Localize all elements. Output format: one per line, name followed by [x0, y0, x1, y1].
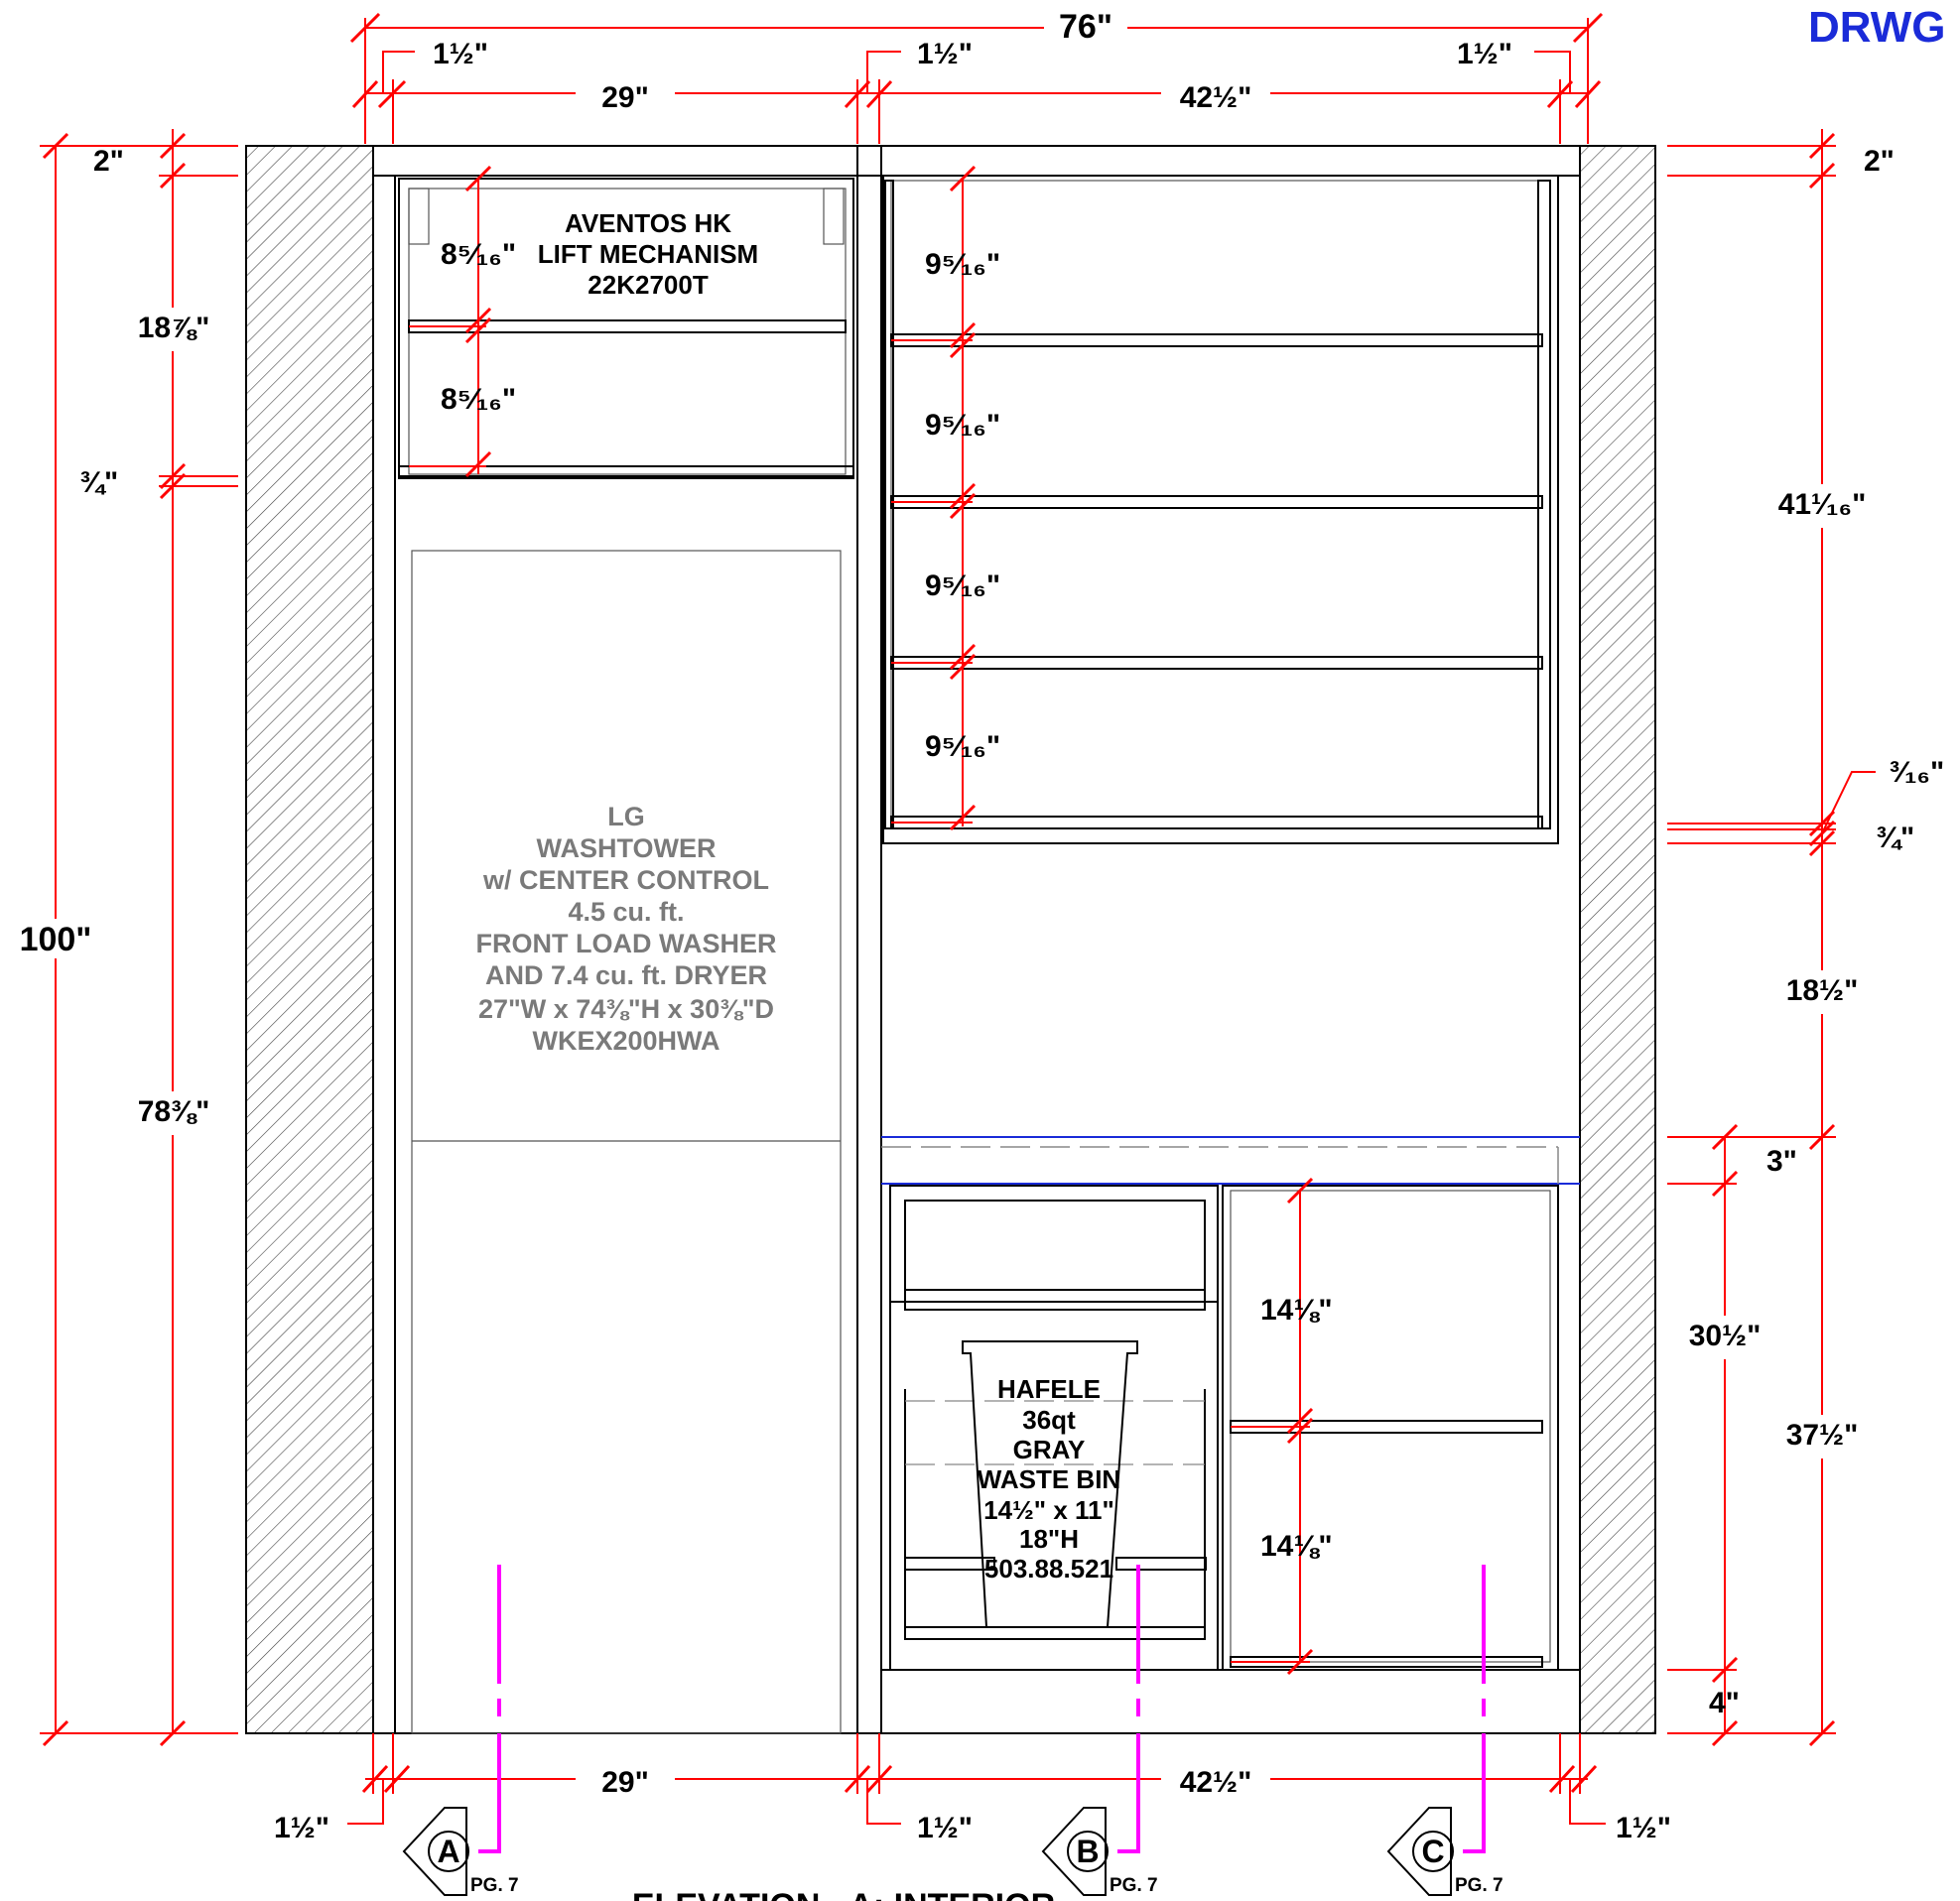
- washer-label-line-6: AND 7.4 cu. ft. DRYER: [485, 960, 767, 990]
- dim-stile-bottom-mid: 1½": [917, 1812, 973, 1844]
- dim-shelf-3: 9⁵⁄₁₆": [925, 570, 1000, 602]
- section-letter-c: C: [1421, 1834, 1444, 1869]
- lift-label-line-1: AVENTOS HK: [565, 208, 731, 238]
- section-page-b: PG. 7: [1110, 1875, 1158, 1896]
- washtower: [411, 550, 842, 1734]
- washer-label-line-1: LG: [607, 802, 645, 831]
- lift-cabinet: [398, 178, 854, 479]
- washer-label: LG WASHTOWER w/ CENTER CONTROL 4.5 cu. f…: [476, 802, 777, 1056]
- section-lines: [478, 1565, 1486, 1853]
- dim-shelf-1: 9⁵⁄₁₆": [925, 248, 1000, 281]
- dim-gap-3-4: ¾": [1876, 822, 1914, 854]
- bin-label-line-6: 18"H: [1019, 1524, 1079, 1554]
- base-cabinet-left: [889, 1185, 1219, 1671]
- dim-lower-left-height: 78⅜": [138, 1095, 210, 1128]
- bin-label: HAFELE 36qt GRAY WASTE BIN 14½" x 11" 18…: [978, 1374, 1120, 1584]
- section-marker-a[interactable]: A PG. 7: [402, 1807, 519, 1896]
- dim-base-total: 37½": [1786, 1419, 1859, 1452]
- right-wall: [1579, 145, 1656, 1734]
- drawing-title: ELEVATION - A: INTERIOR: [632, 1887, 1055, 1901]
- section-circle-a: [428, 1831, 469, 1872]
- dim-gap-3-16: ³⁄₁₆": [1890, 756, 1944, 789]
- dim-stile-top-left: 1½": [433, 38, 488, 70]
- dim-base-height: 30½": [1689, 1320, 1762, 1352]
- section-marker-c[interactable]: C PG. 7: [1386, 1807, 1503, 1896]
- dimension-labels: 76" 1½" 1½" 1½" 29" 42½" 29" 42½" 1½" 1½…: [14, 8, 1944, 1844]
- waste-bin: [962, 1340, 1138, 1628]
- section-marker-b[interactable]: B PG. 7: [1041, 1807, 1158, 1896]
- lift-label-line-3: 22K2700T: [588, 270, 709, 300]
- section-page-a: PG. 7: [470, 1875, 519, 1896]
- washer-label-line-2: WASHTOWER: [537, 833, 717, 863]
- lift-label: AVENTOS HK LIFT MECHANISM 22K2700T: [538, 208, 758, 300]
- washer-label-line-7: 27"W x 74⅜"H x 30⅜"D: [478, 994, 774, 1024]
- section-letter-b: B: [1076, 1834, 1099, 1869]
- washer-label-line-4: 4.5 cu. ft.: [568, 897, 684, 927]
- bin-label-line-7: 503.88.521: [984, 1554, 1113, 1584]
- lift-label-line-2: LIFT MECHANISM: [538, 239, 758, 269]
- bin-label-line-4: WASTE BIN: [978, 1464, 1120, 1494]
- section-page-c: PG. 7: [1455, 1875, 1503, 1896]
- dim-left-width-top: 29": [601, 81, 649, 114]
- section-letter-a: A: [437, 1834, 459, 1869]
- dim-shelf-4: 9⁵⁄₁₆": [925, 730, 1000, 763]
- dim-stile-bottom-right: 1½": [1616, 1812, 1671, 1844]
- dim-top-gap-right: 2": [1864, 145, 1895, 178]
- washer-label-line-3: w/ CENTER CONTROL: [482, 865, 769, 895]
- dim-lift-cubby-2: 8⁵⁄₁₆": [441, 383, 516, 416]
- dim-overall-height: 100": [20, 921, 92, 958]
- left-wall: [245, 145, 374, 1734]
- bin-label-line-3: GRAY: [1013, 1435, 1086, 1464]
- dim-upper-left-height: 18⅞": [138, 312, 210, 344]
- upper-right-cabinet: [882, 175, 1559, 844]
- dim-stile-bottom-left: 1½": [274, 1812, 329, 1844]
- dim-left-width-bottom: 29": [601, 1766, 649, 1799]
- bin-label-line-2: 36qt: [1022, 1405, 1076, 1435]
- dim-countertop: 3": [1766, 1145, 1797, 1178]
- washer-label-line-8: WKEX200HWA: [532, 1026, 719, 1056]
- section-circle-b: [1067, 1831, 1109, 1872]
- washer-label-line-5: FRONT LOAD WASHER: [476, 929, 777, 958]
- dim-top-gap-left: 2": [93, 145, 124, 178]
- dim-right-width-bottom: 42½": [1180, 1766, 1252, 1799]
- dim-right-width-top: 42½": [1180, 81, 1252, 114]
- dim-overall-width: 76": [1059, 8, 1112, 46]
- dimension-lines: [40, 12, 1876, 1825]
- dim-base-shelf-1: 14⅛": [1260, 1294, 1333, 1327]
- bin-label-line-5: 14½" x 11": [983, 1495, 1114, 1525]
- dim-upper-right-height: 41¹⁄₁₆": [1778, 488, 1867, 521]
- bin-label-line-1: HAFELE: [997, 1374, 1101, 1404]
- dim-open-space: 18½": [1786, 974, 1859, 1007]
- section-circle-c: [1412, 1831, 1454, 1872]
- dim-shelf-2: 9⁵⁄₁₆": [925, 409, 1000, 442]
- drawing-tag: DRWG: [1808, 3, 1946, 52]
- dim-toe-kick: 4": [1709, 1687, 1740, 1719]
- dim-stile-top-mid: 1½": [917, 38, 973, 70]
- dim-lift-cubby-1: 8⁵⁄₁₆": [441, 238, 516, 271]
- dim-stile-top-right: 1½": [1457, 38, 1512, 70]
- dim-base-shelf-2: 14⅛": [1260, 1530, 1333, 1563]
- dim-divider-left: ¾": [79, 466, 118, 499]
- countertop: [881, 1136, 1580, 1185]
